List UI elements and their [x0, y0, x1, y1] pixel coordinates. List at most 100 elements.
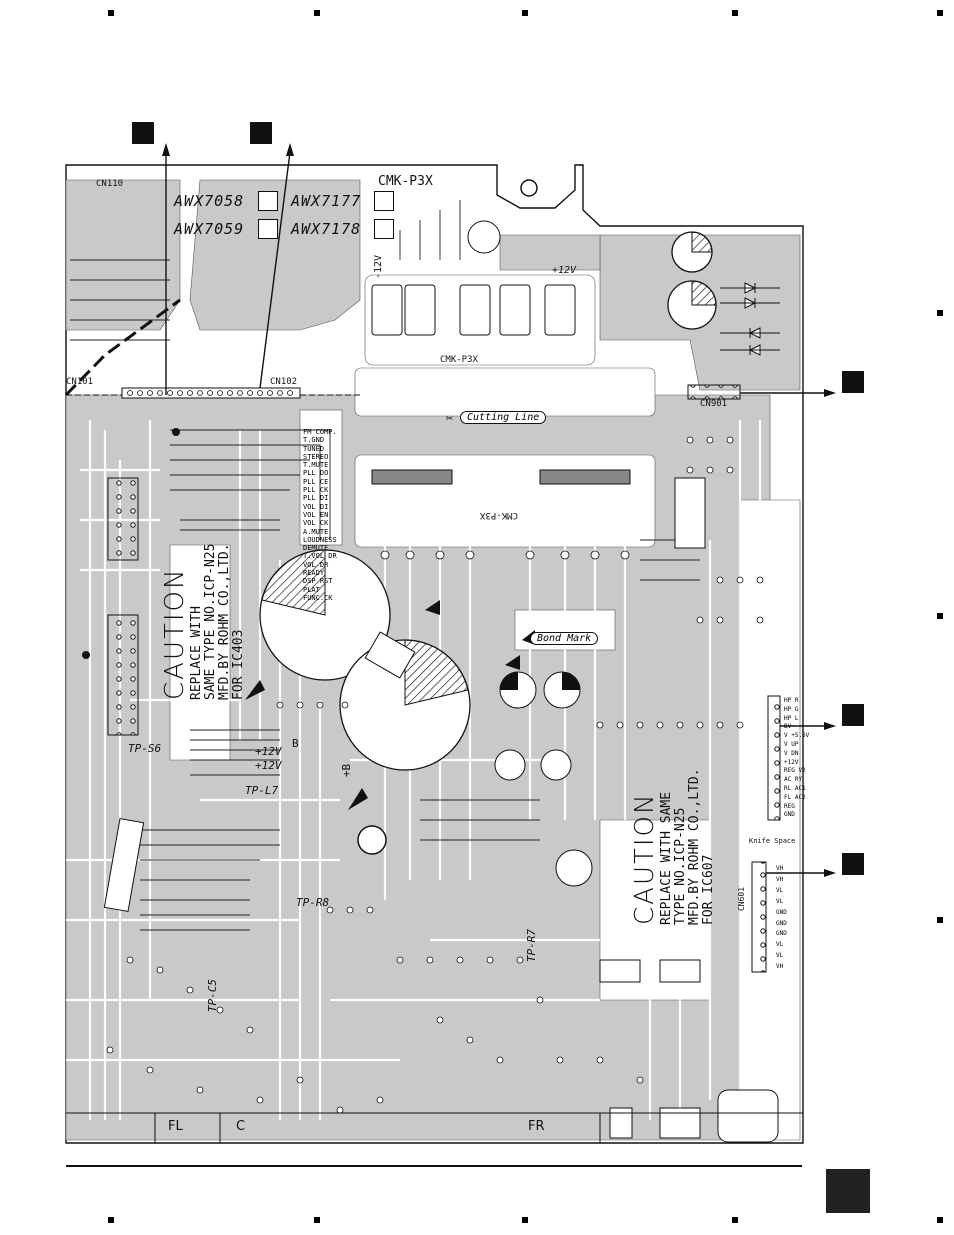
registration-mark	[937, 917, 943, 923]
caution-note-left: CAUTION REPLACE WITH SAME TYPE NO.ICP-N2…	[160, 543, 246, 700]
cn601-pin: GND	[776, 930, 787, 938]
registration-mark	[314, 1217, 320, 1223]
signal-item: PLL DO	[303, 469, 329, 478]
signal-item: A.MUTE	[303, 527, 329, 536]
cn601-pin: VL	[776, 952, 784, 960]
registration-mark	[937, 1217, 943, 1223]
connector-pin: HP L	[784, 714, 799, 722]
signal-item: LOUDNESS	[303, 535, 337, 544]
model-checkbox-2	[374, 191, 394, 211]
signal-item: VOL CK	[303, 519, 329, 528]
tp-c5-label: TP-C5	[206, 978, 220, 1013]
reference-block-d	[842, 704, 864, 726]
cn601-pin: VL	[776, 886, 784, 894]
signal-item: T.VOL DR	[303, 552, 337, 561]
plus12v-label-b: +12V	[255, 759, 282, 772]
registration-mark	[522, 1217, 528, 1223]
plus-b-label: +B	[340, 763, 354, 778]
model-label-2: AWX7177	[291, 192, 362, 210]
b-label: B	[292, 737, 299, 750]
signal-item: TUNED	[303, 444, 325, 453]
signal-item: T.MUTE	[303, 461, 329, 470]
caution-title: CAUTION	[160, 567, 190, 700]
connector-pin: AC RY	[784, 776, 803, 784]
bond-mark-label: Bond Mark	[530, 632, 599, 645]
c-label: C	[236, 1119, 246, 1134]
cutting-line-label: Cutting Line	[460, 411, 547, 424]
registration-mark	[522, 10, 528, 16]
caution-line: TYPE NO.ICP-N25	[673, 807, 688, 925]
connector-pin: HP R	[784, 697, 799, 704]
tp-s6-label: TP-S6	[128, 742, 162, 755]
cn601-pin: VH	[776, 875, 784, 883]
connector-pin: V UP	[784, 740, 799, 748]
connector-pin-list: HP R HP G HP L BV V +5.6V V UP V DN +12V…	[784, 697, 809, 820]
connector-pin: REG	[784, 802, 795, 810]
cn601-pin-list: VH VH VL VL GND GND GND VL VL VH	[776, 864, 787, 973]
cn601-pin: GND	[776, 919, 787, 927]
cn901-label: CN901	[700, 399, 728, 409]
signal-item: PLL CK	[303, 486, 329, 495]
signal-item: PLAT	[303, 585, 320, 594]
reference-block-a	[132, 122, 154, 144]
tp-l7-label: TP-L7	[245, 784, 279, 797]
signal-item: VOL DI	[303, 502, 329, 511]
model-checkbox-4	[374, 219, 394, 239]
caution-line: SAME TYPE NO.ICP-N25	[203, 543, 218, 700]
registration-mark	[937, 310, 943, 316]
connector-pin: HP G	[784, 705, 799, 713]
caution-note-right: CAUTION REPLACE WITH SAME TYPE NO.ICP-N2…	[630, 768, 716, 925]
cn601-pin: VH	[776, 963, 784, 971]
registration-mark	[937, 10, 943, 16]
caution-line: MFD.BY ROHM CO.,LTD.	[687, 768, 702, 925]
inner-board-name: CMK-P3X	[440, 355, 478, 365]
registration-mark	[314, 10, 320, 16]
cn601-pin: VH	[776, 865, 784, 872]
cn601-pin: GND	[776, 908, 787, 916]
connector-pin: RL AC1	[784, 784, 806, 792]
registration-mark	[937, 613, 943, 619]
registration-mark	[108, 10, 114, 16]
connector-pin: BV	[784, 723, 792, 731]
signal-item: DSP RST	[303, 577, 333, 586]
cn101-label: CN101	[66, 377, 94, 387]
caution-line: MFD.BY ROHM CO.,LTD.	[217, 543, 232, 700]
signal-item: PLL CE	[303, 477, 329, 486]
connector-pin: GND	[784, 811, 795, 819]
plus12v-label: +12V	[552, 265, 577, 276]
connector-pin: FL AC2	[784, 793, 806, 801]
signal-item: DEMUTE	[303, 544, 329, 553]
signal-item: FM COMP.	[303, 428, 337, 436]
signal-item: FUNC.CK	[303, 593, 333, 602]
connector-pin: V DN	[784, 749, 799, 757]
caution-line: REPLACE WITH	[189, 606, 204, 700]
fl-label: FL	[168, 1119, 183, 1134]
model-checkbox-3	[258, 219, 278, 239]
model-label-3: AWX7059	[174, 220, 245, 238]
signal-item: STEREO	[303, 452, 329, 461]
reference-block-b	[250, 122, 272, 144]
tp-r7-label: TP-R7	[525, 928, 539, 963]
caution-line: FOR IC607	[701, 854, 716, 925]
caution-title: CAUTION	[630, 792, 660, 925]
model-label-4: AWX7178	[291, 220, 362, 238]
knife-space-label: Knife Space	[749, 837, 796, 845]
caution-line: FOR IC403	[231, 629, 246, 700]
model-checkbox-1	[258, 191, 278, 211]
connector-pin: REG V2	[784, 767, 806, 775]
registration-mark	[732, 10, 738, 16]
tp-r8-label: TP-R8	[296, 896, 330, 909]
signal-item: VOL EN	[303, 510, 329, 519]
registration-mark	[732, 1217, 738, 1223]
center-board-name: CMK-P3X	[480, 510, 518, 520]
model-label-1: AWX7058	[174, 192, 245, 210]
cn601-label: CN601	[737, 886, 747, 912]
registration-mark	[108, 1217, 114, 1223]
cn110-label: CN110	[96, 179, 124, 189]
signal-list: FM COMP. T.GND TUNED STEREO T.MUTE PLL D…	[303, 428, 337, 602]
connector-pin: +12V	[784, 758, 799, 766]
signal-item: T.GND	[303, 436, 325, 445]
fr-label: FR	[528, 1119, 545, 1134]
cn102-label: CN102	[270, 377, 298, 387]
minus12v-label: -12V	[373, 254, 385, 280]
